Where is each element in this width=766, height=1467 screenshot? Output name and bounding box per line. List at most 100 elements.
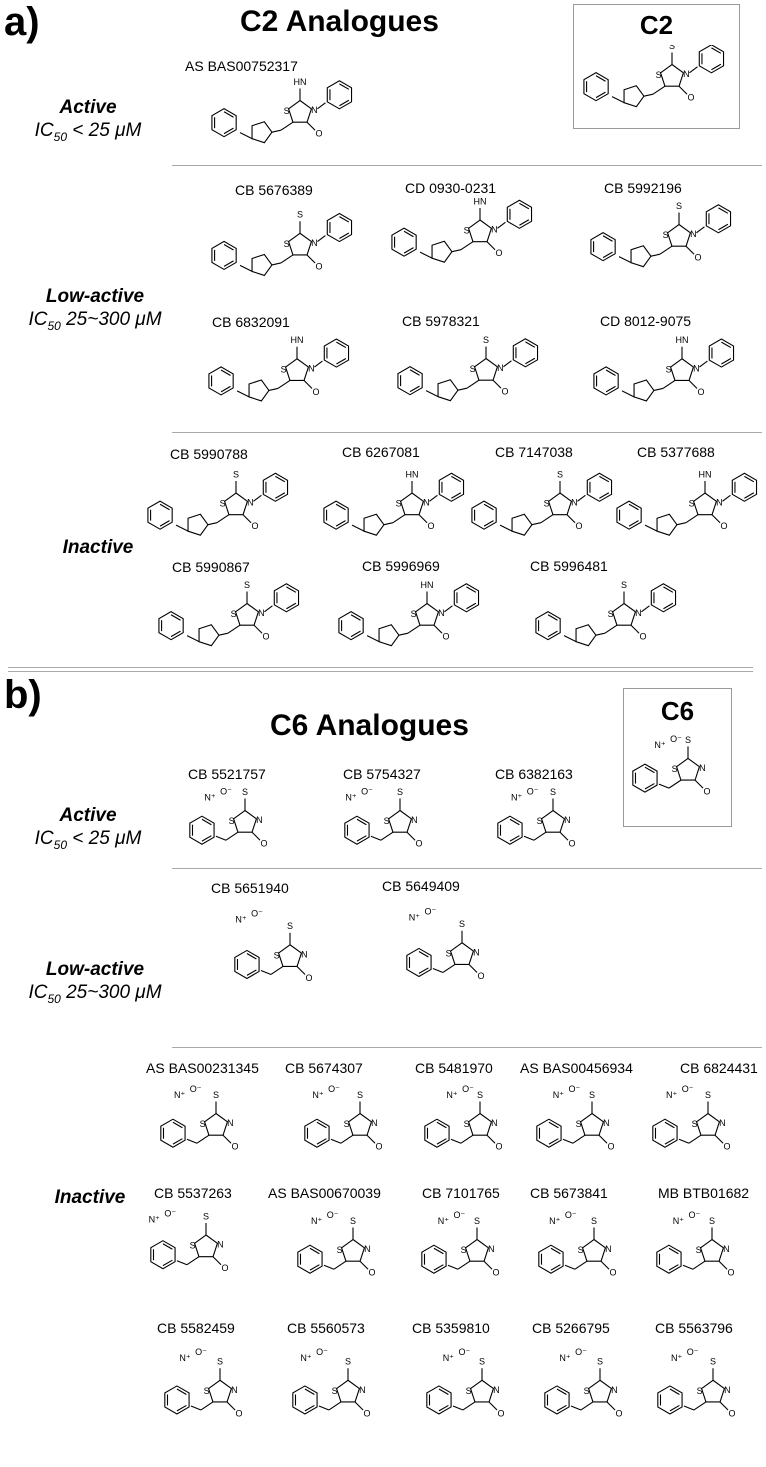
bond <box>497 221 506 229</box>
compound-name: CB 5481970 <box>415 1060 493 1076</box>
bond <box>595 91 606 99</box>
bond <box>519 202 530 210</box>
divider <box>172 165 762 166</box>
thiazolidinone-ring <box>203 1112 229 1136</box>
atom-label: N <box>605 1244 612 1254</box>
thiazolidinone-ring <box>340 1238 366 1262</box>
compound-name: CB 5978321 <box>402 313 480 329</box>
furan-ring <box>575 624 597 647</box>
active-ic50: IC50 < 25 μM <box>34 120 142 144</box>
thiazolidinone-ring <box>467 219 493 243</box>
compound-name: AS BAS00752317 <box>185 58 298 74</box>
atom-label: N⁺ <box>443 1353 454 1363</box>
atom-label: O <box>316 129 323 139</box>
atom-label: O <box>569 839 576 849</box>
atom-label: O <box>252 521 259 531</box>
benzene-ring <box>323 500 349 530</box>
bond <box>309 1264 320 1271</box>
atom-label: O <box>616 1408 623 1418</box>
bond <box>277 380 291 389</box>
bond <box>200 1401 214 1411</box>
atom-label: N <box>247 498 254 508</box>
atom-label: O <box>608 1142 615 1152</box>
bond <box>451 249 462 253</box>
bond <box>275 475 286 483</box>
bond <box>693 1401 707 1411</box>
benzene-ring <box>304 1118 330 1148</box>
bond <box>718 223 729 231</box>
benzene-ring <box>593 366 619 396</box>
atom-label: O <box>610 1268 617 1278</box>
bond <box>618 256 632 264</box>
atom-label: S <box>621 580 627 590</box>
compound-name: CB 5359810 <box>412 1320 490 1336</box>
atom-label: N <box>364 1244 371 1254</box>
benzene-ring <box>338 611 364 641</box>
bond <box>207 522 218 526</box>
atom-label: O <box>496 1142 503 1152</box>
atom-label: S <box>474 1216 480 1226</box>
atom-label: O <box>576 521 583 531</box>
atom-label: S <box>576 1119 582 1129</box>
panel-a-title: C2 Analogues <box>240 5 439 38</box>
atom-label: S <box>281 364 287 374</box>
atom-label: S <box>350 1216 356 1226</box>
panel-b-title: C6 Analogues <box>270 709 469 742</box>
atom-label: S <box>332 1386 338 1396</box>
compound-name: CD 8012-9075 <box>600 313 692 329</box>
bond <box>606 1401 616 1411</box>
bond <box>330 1138 342 1144</box>
bond <box>457 1260 471 1270</box>
bond <box>159 503 170 511</box>
bond <box>531 522 542 526</box>
bond <box>628 520 639 527</box>
bond <box>692 1260 706 1270</box>
atom-label: S <box>357 1090 363 1100</box>
bond <box>547 630 558 638</box>
bond <box>595 632 606 636</box>
bond <box>271 262 282 266</box>
bond <box>685 245 695 255</box>
bond <box>572 1134 586 1144</box>
atom-label: O <box>313 387 320 397</box>
bond <box>599 475 610 483</box>
bond <box>682 1264 694 1270</box>
thiazolidinone-ring <box>387 809 413 833</box>
bond <box>354 1401 364 1411</box>
bond <box>175 524 189 532</box>
bond <box>574 1260 588 1270</box>
atom-label: O⁻ <box>220 787 232 797</box>
benzene-ring <box>538 1244 564 1274</box>
atom-label: N <box>603 1118 610 1128</box>
atom-label: N <box>473 947 480 957</box>
atom-label: N <box>690 229 697 239</box>
atom-label: O⁻ <box>164 1208 176 1218</box>
panel-b-inactive-category: Inactive <box>40 1186 140 1209</box>
furan-ring <box>248 379 270 402</box>
atom-label: S <box>477 1090 483 1100</box>
bond <box>483 520 494 527</box>
bond <box>563 635 577 643</box>
thiazolidinone-ring <box>540 809 566 833</box>
compound-name: CB 5754327 <box>343 766 421 782</box>
atom-label: O <box>502 387 509 397</box>
atom-label: S <box>461 1245 467 1255</box>
atom-label: N⁺ <box>559 1353 570 1363</box>
benzene-ring <box>632 763 658 793</box>
benzene-ring <box>471 500 497 530</box>
benzene-ring <box>397 366 423 396</box>
compound-name: MB BTB01682 <box>658 1185 750 1201</box>
inactive-label: Inactive <box>54 1187 126 1208</box>
bond <box>663 586 674 593</box>
thiazolidinone-ring <box>579 1112 605 1136</box>
bond <box>407 624 421 634</box>
bond <box>721 358 732 365</box>
bond <box>425 390 439 398</box>
